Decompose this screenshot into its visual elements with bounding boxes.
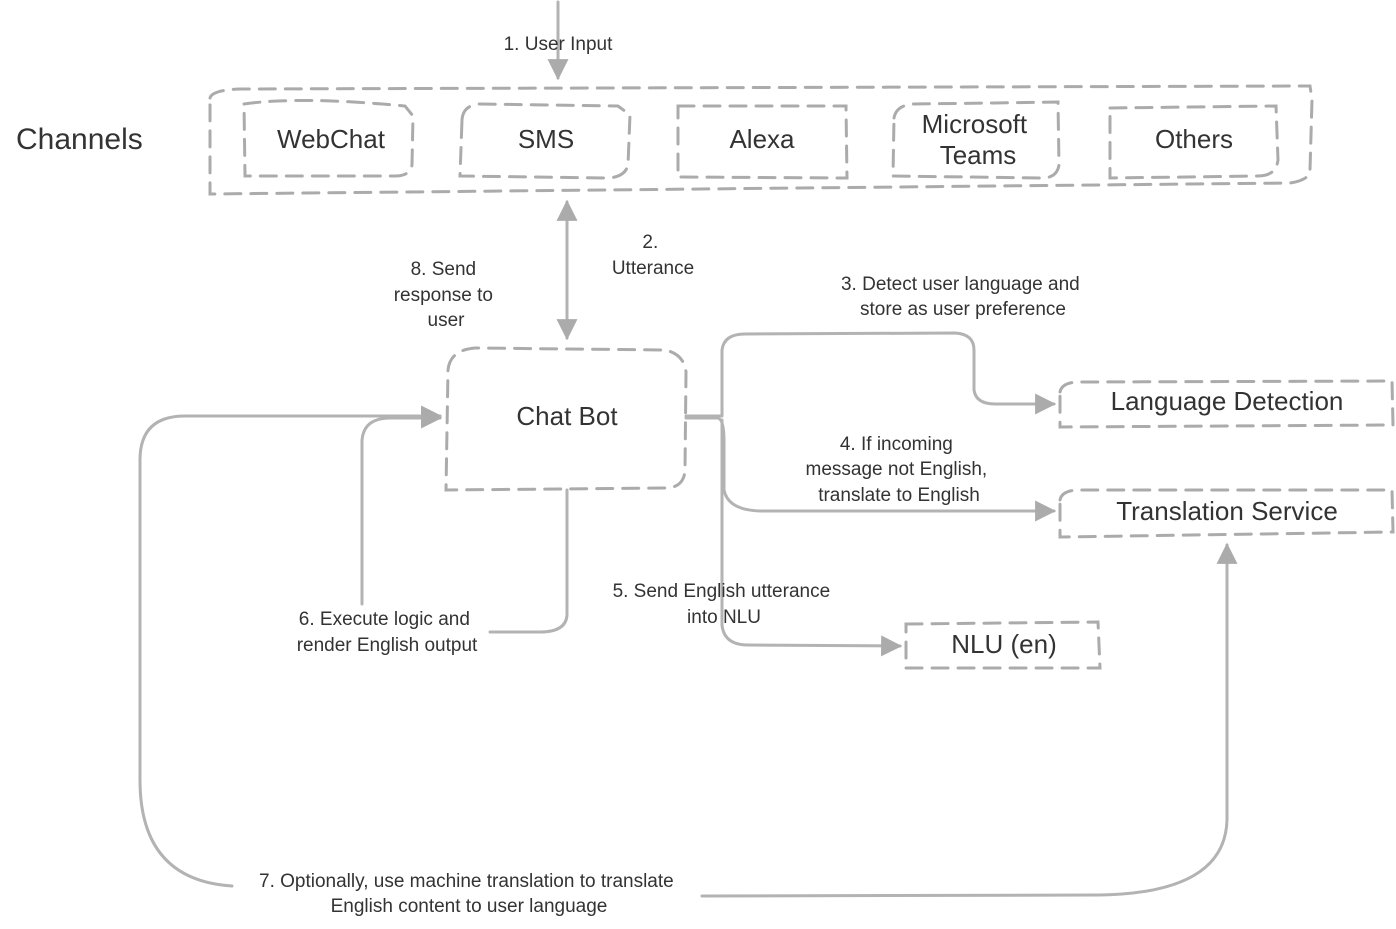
- edge-step6-label: 6. Execute logic and render English outp…: [297, 609, 478, 656]
- channel-others-label: Others: [1155, 124, 1233, 154]
- node-chatbot[interactable]: Chat Bot: [444, 346, 688, 492]
- node-translation-service-label: Translation Service: [1116, 496, 1338, 526]
- channel-alexa-label: Alexa: [729, 124, 795, 154]
- edge-step3[interactable]: [684, 331, 1057, 418]
- channel-webchat[interactable]: WebChat: [242, 98, 415, 178]
- node-translation-service[interactable]: Translation Service: [1058, 488, 1395, 539]
- edge-step4-label: 4. If incoming message not English, tran…: [806, 434, 993, 506]
- edge-step2-label: 2. Utterance: [612, 232, 694, 279]
- channel-microsoft-teams[interactable]: Microsoft Teams: [891, 100, 1061, 180]
- edge-step1-label: 1. User Input: [504, 34, 613, 55]
- node-nlu-label: NLU (en): [951, 629, 1056, 659]
- node-language-detection-label: Language Detection: [1111, 386, 1344, 416]
- channel-microsoft-teams-label: Microsoft Teams: [922, 109, 1035, 170]
- edge-step8-label: 8. Send response to user: [394, 259, 499, 331]
- edge-step4[interactable]: [684, 416, 1057, 522]
- channel-sms-label: SMS: [518, 124, 574, 154]
- edge-step7[interactable]: [138, 405, 1238, 898]
- channels-group[interactable]: Channels: [16, 84, 1314, 196]
- node-nlu[interactable]: NLU (en): [904, 620, 1102, 670]
- channel-sms[interactable]: SMS: [458, 102, 632, 180]
- channels-title: Channels: [16, 123, 143, 156]
- channel-alexa[interactable]: Alexa: [676, 104, 849, 180]
- edge-step7-label: 7. Optionally, use machine translation t…: [259, 871, 679, 917]
- node-chatbot-label: Chat Bot: [516, 401, 618, 431]
- edge-step5[interactable]: [720, 418, 903, 657]
- node-language-detection[interactable]: Language Detection: [1058, 379, 1395, 429]
- edge-step3-label: 3. Detect user language and store as use…: [841, 274, 1085, 320]
- edge-step6[interactable]: [360, 407, 569, 634]
- channel-others[interactable]: Others: [1108, 104, 1280, 180]
- channel-webchat-label: WebChat: [277, 124, 386, 154]
- edge-step5-label: 5. Send English utterance into NLU: [613, 581, 836, 628]
